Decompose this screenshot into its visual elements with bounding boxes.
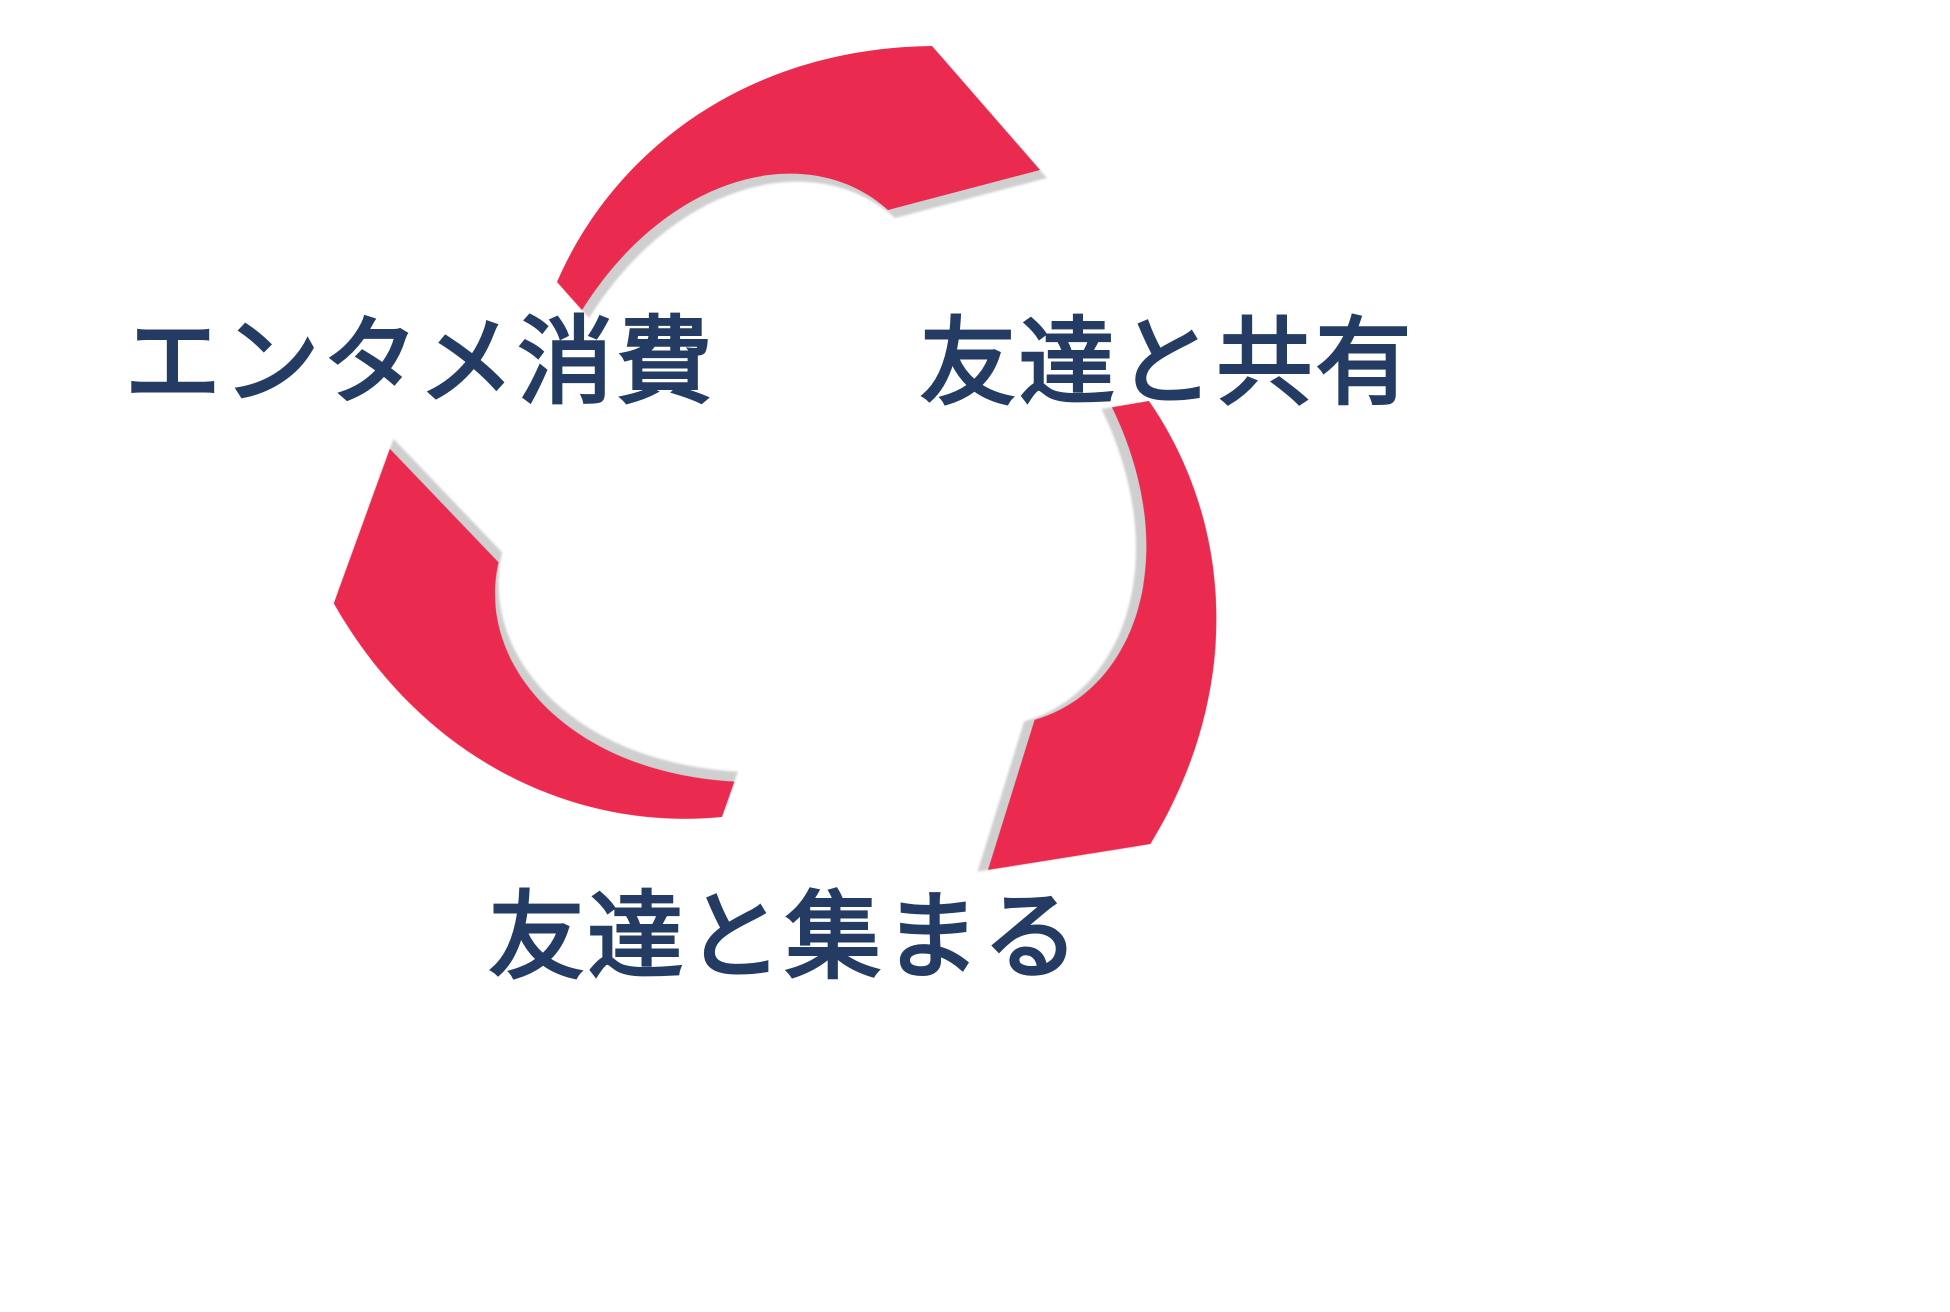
label-share-with-friends: 友達と共有 [919, 307, 1415, 419]
cycle-arrow-top-icon [557, 46, 1040, 310]
label-gather-with-friends: 友達と集まる [488, 881, 1082, 993]
cycle-arrow-left-icon [281, 380, 747, 932]
cycle-arrow-top-shape [557, 46, 1040, 310]
cycle-arrow-right-icon [869, 386, 1350, 936]
cycle-arrow-right-shape [869, 386, 1350, 936]
cycle-arrow-left-shape [281, 380, 747, 932]
label-entertainment-consumption: エンタメ消費 [124, 306, 716, 418]
